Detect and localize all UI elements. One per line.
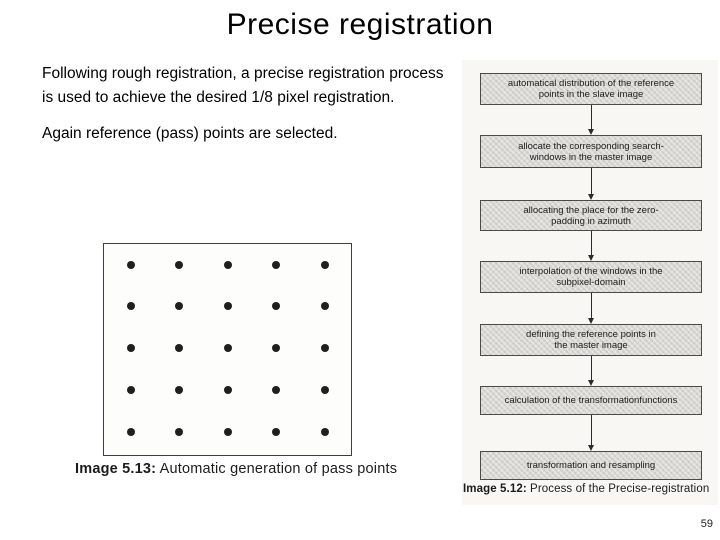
flowchart-caption: Image 5.12: Process of the Precise-regis…: [463, 483, 717, 495]
pass-point-dot: [272, 260, 280, 269]
pass-point-dot: [272, 427, 280, 436]
pass-point-dot: [223, 385, 232, 394]
flow-step: automatical distribution of the referenc…: [480, 73, 702, 105]
pass-points-caption-text: Automatic generation of pass points: [156, 461, 398, 477]
pass-point-dot: [126, 427, 135, 436]
down-arrow-line: [591, 105, 592, 130]
down-arrow-icon: [588, 255, 594, 261]
flow-step-line: automatical distribution of the referenc…: [507, 78, 675, 89]
flow-step-line: interpolation of the windows in the: [519, 266, 663, 277]
flowchart-figure: Image 5.12: Process of the Precise-regis…: [462, 60, 718, 505]
pass-point-dot: [272, 302, 280, 311]
flow-step: transformation and resampling: [480, 451, 702, 480]
pass-point-dot: [223, 427, 232, 436]
down-arrow-icon: [588, 129, 594, 135]
down-arrow-icon: [588, 380, 594, 386]
flowchart-caption-text: Process of the Precise-registration: [526, 483, 710, 495]
pass-point-dot: [320, 344, 329, 352]
pass-point-dot: [272, 344, 280, 352]
down-arrow-icon: [588, 318, 594, 324]
pass-point-dot: [126, 260, 135, 269]
pass-points-caption-label: Image 5.13:: [75, 461, 157, 477]
flow-step-line: allocate the corresponding search-: [518, 140, 664, 152]
pass-point-dot: [320, 427, 329, 436]
flow-step-line: windows in the master image: [529, 151, 653, 163]
pass-point-dot: [175, 302, 183, 311]
flow-step-line: subpixel-domain: [556, 277, 626, 288]
pass-point-dot: [175, 385, 183, 394]
pass-point-dot: [223, 302, 232, 311]
flow-step: allocating the place for the zero-paddin…: [480, 200, 702, 231]
flow-step: allocate the corresponding search-window…: [480, 135, 702, 168]
pass-point-dot: [320, 385, 329, 394]
pass-points-caption: Image 5.13: Automatic generation of pass…: [75, 461, 455, 477]
pass-point-dot: [126, 344, 135, 352]
flow-step: calculation of the transformationfunctio…: [480, 386, 702, 415]
pass-point-dot: [175, 260, 183, 269]
body-paragraph-1: Following rough registration, a precise …: [42, 65, 444, 106]
page-number: 59: [700, 518, 713, 530]
pass-point-dot: [223, 344, 232, 352]
body-paragraph-2: Again reference (pass) points are select…: [42, 125, 338, 142]
pass-point-dot: [126, 302, 135, 311]
down-arrow-line: [591, 293, 592, 319]
flow-step-line: points in the slave image: [538, 89, 644, 100]
page-title: Precise registration: [226, 8, 494, 41]
pass-point-dot: [320, 260, 329, 269]
flow-step-line: calculation of the transformationfunctio…: [504, 395, 678, 406]
body-text: Following rough registration, a precise …: [42, 62, 444, 159]
flow-step-line: defining the reference points in: [526, 329, 656, 340]
flow-step-line: padding in azimuth: [551, 215, 631, 227]
down-arrow-icon: [588, 194, 594, 200]
flowchart-caption-label: Image 5.12:: [463, 483, 527, 495]
pass-point-dot: [175, 427, 183, 436]
pass-points-figure: [103, 243, 352, 456]
down-arrow-line: [591, 231, 592, 256]
flow-step-line: the master image: [554, 340, 628, 351]
down-arrow-line: [591, 356, 592, 381]
down-arrow-line: [591, 415, 592, 446]
flow-step-line: allocating the place for the zero-: [523, 204, 659, 216]
flow-step-line: transformation and resampling: [526, 460, 656, 471]
pass-point-dot: [272, 385, 280, 394]
pass-point-dot: [320, 302, 329, 311]
down-arrow-icon: [588, 445, 594, 451]
down-arrow-line: [591, 168, 592, 195]
pass-point-dot: [175, 344, 183, 352]
pass-point-dot: [126, 385, 135, 394]
pass-point-dot: [223, 260, 232, 269]
